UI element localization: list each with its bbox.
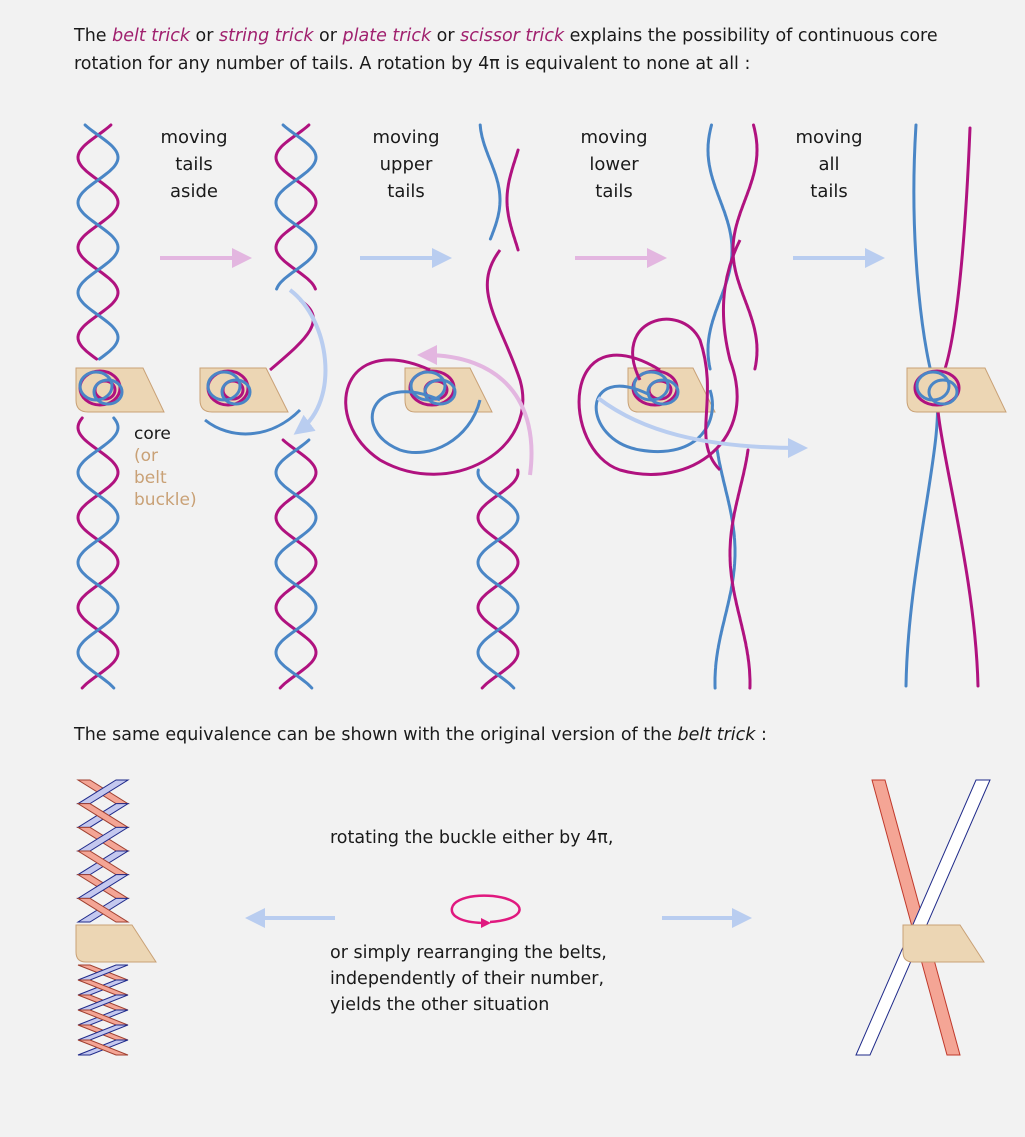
braid-strand [274,123,318,291]
braid-strand [274,123,318,291]
curved-arrow-icon [417,345,534,476]
intro-text: The belt trick or string trick or plate … [74,26,938,74]
braid-strand [76,416,120,690]
belt-trick-link: belt trick [112,26,190,46]
braid-strand [476,468,520,690]
braid-strand [274,438,318,690]
braid-strand [713,448,737,690]
braid-strand [76,416,120,690]
braid-strand [274,438,318,690]
braid-strand [478,123,502,241]
belt-segment [76,897,130,923]
curved-arrow-icon [596,396,808,458]
tail-loops [204,239,742,476]
plate-trick-link: plate trick [342,26,432,46]
core-label: core (or belt buckle) [134,424,197,510]
rotation-icon [450,894,521,928]
rotating-text: rotating the buckle either by 4π, [330,828,614,848]
braid-strand [731,123,759,371]
braid-strand [76,123,120,361]
belt-left [75,779,157,1056]
scissor-trick-link: scissor trick [460,26,565,46]
braid-strand [76,123,120,361]
braid-strand [728,448,752,690]
braid-strand [706,123,734,371]
string-trick-link: string trick [219,26,314,46]
braid-strand [505,148,520,252]
curved-arrow-icon [288,288,328,435]
belt-right [855,779,991,1056]
rearrange-text: or simply rearranging the belts, indepen… [330,943,607,1015]
braid-strand [476,468,520,690]
subtitle-text: The same equivalence can be shown with t… [74,725,767,745]
braid-group [76,123,980,690]
belt-segment [77,1039,129,1056]
